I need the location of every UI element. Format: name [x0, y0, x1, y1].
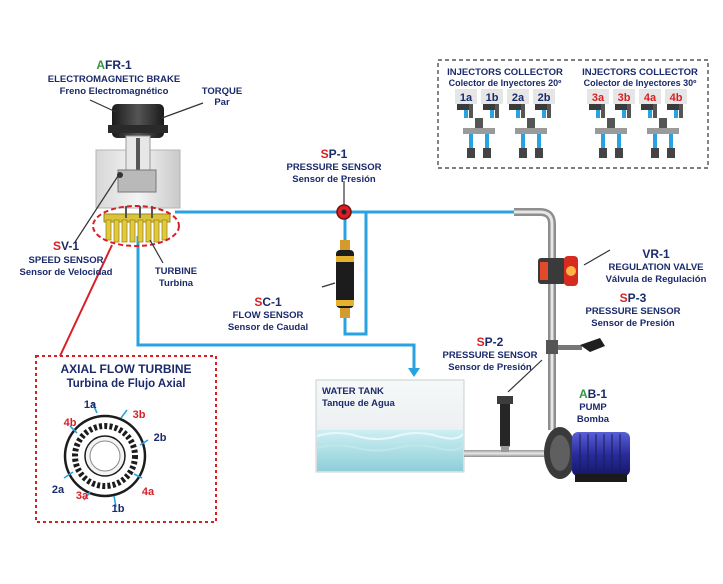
injector-label-1b: 1b: [486, 92, 499, 104]
pressure-1-name: PRESSURE SENSOR: [286, 162, 381, 173]
pressure-1-code: SP-1: [321, 147, 348, 161]
injectors-group-30: 3a 3b 4a 4b: [587, 89, 687, 158]
labels: AFR-1 ELECTROMAGNETIC BRAKE Freno Electr…: [20, 58, 707, 515]
axial-injector-arrows: [63, 401, 149, 508]
injector-2b: 2b: [533, 89, 555, 118]
turbine-name: TURBINE: [155, 266, 197, 277]
injectors-30-subtitle: Colector de Inyectores 30º: [584, 78, 698, 88]
injector-4b: 4b: [665, 89, 687, 118]
flow-sensor-code: SC-1: [254, 295, 282, 309]
suction-pipe: [464, 450, 554, 457]
flow-sensor-name-es: Sensor de Caudal: [228, 322, 308, 333]
leader-lines: [74, 99, 611, 393]
torque-name-es: Par: [214, 97, 230, 108]
water-tank: [315, 379, 465, 473]
steel-riser-pipe: [514, 208, 556, 430]
axial-label-2b: 2b: [154, 432, 167, 444]
pressure-2-code: SP-2: [477, 335, 504, 349]
injectors-panel: [437, 59, 709, 169]
speed-sensor-code: SV-1: [53, 239, 79, 253]
pressure-2-name-es: Sensor de Presión: [448, 362, 532, 373]
injector-label-4a: 4a: [644, 92, 657, 104]
axial-label-4b: 4b: [64, 417, 77, 429]
injector-2a: 2a: [507, 89, 529, 118]
pump-code: AB-1: [579, 387, 607, 401]
pressure-3-code: SP-3: [620, 291, 647, 305]
axial-subtitle: Turbina de Flujo Axial: [67, 378, 186, 390]
axial-label-2a: 2a: [52, 484, 65, 496]
pump-name-es: Bomba: [577, 414, 610, 425]
injector-label-1a: 1a: [460, 92, 473, 104]
valve-code: VR-1: [642, 247, 670, 261]
speed-sensor-probe: [117, 172, 123, 178]
injector-label-3a: 3a: [592, 92, 605, 104]
pump-device: [544, 427, 630, 482]
axial-label-1a: 1a: [84, 399, 97, 411]
brake-assembly: [95, 104, 181, 209]
axial-title: AXIAL FLOW TURBINE: [60, 362, 191, 376]
pipe-network: [136, 210, 530, 370]
valve-name: REGULATION VALVE: [609, 262, 704, 273]
injectors-20-title: INJECTORS COLLECTOR: [447, 67, 563, 78]
pressure-sensor-2-device: [497, 396, 513, 452]
valve-name-es: Válvula de Regulación: [606, 274, 707, 285]
flow-sensor-name: FLOW SENSOR: [233, 310, 304, 321]
injector-4a: 4a: [639, 89, 661, 118]
speed-sensor-name: SPEED SENSOR: [29, 255, 104, 266]
injector-manifold: [463, 118, 495, 158]
injector-manifold: [647, 118, 679, 158]
injectors-30-title: INJECTORS COLLECTOR: [582, 67, 698, 78]
turbine-highlight-ellipse: [92, 205, 180, 247]
axial-turbine-drawing: [63, 414, 147, 498]
axial-label-1b: 1b: [112, 503, 125, 515]
injector-3b: 3b: [613, 89, 635, 118]
axial-label-3b: 3b: [133, 409, 146, 421]
torque-name: TORQUE: [202, 86, 242, 97]
injectors-20-subtitle: Colector de Inyectores 20º: [449, 78, 563, 88]
axial-label-3a: 3a: [76, 490, 89, 502]
brake-name: ELECTROMAGNETIC BRAKE: [48, 74, 180, 85]
pressure-3-name: PRESSURE SENSOR: [585, 306, 680, 317]
turbine-rotor: [103, 206, 171, 243]
injector-label-3b: 3b: [618, 92, 631, 104]
brake-name-es: Freno Electromagnético: [60, 86, 169, 97]
injector-manifold: [595, 118, 627, 158]
brake-code: AFR-1: [96, 58, 132, 72]
pressure-sensor-3-device: [546, 338, 605, 354]
injector-1a: 1a: [455, 89, 477, 118]
pump-name: PUMP: [579, 402, 607, 413]
pressure-3-name-es: Sensor de Presión: [591, 318, 675, 329]
injector-3a: 3a: [587, 89, 609, 118]
drain-arrow: [408, 368, 420, 377]
turbine-name-es: Turbina: [159, 278, 194, 289]
injector-label-4b: 4b: [670, 92, 683, 104]
axial-label-4a: 4a: [142, 486, 155, 498]
injector-label-2b: 2b: [538, 92, 551, 104]
regulation-valve: [538, 256, 578, 286]
flow-sensor-device: [336, 240, 354, 318]
pressure-2-name: PRESSURE SENSOR: [442, 350, 537, 361]
injector-manifold: [515, 118, 547, 158]
pipe-drain: [136, 236, 416, 370]
tank-name: WATER TANK: [322, 386, 384, 397]
speed-sensor-name-es: Sensor de Velocidad: [20, 267, 113, 278]
pressure-1-name-es: Sensor de Presión: [292, 174, 376, 185]
injector-1b: 1b: [481, 89, 503, 118]
injectors-group-20: 1a 1b 2a 2b: [455, 89, 555, 158]
detail-callout-line: [59, 244, 113, 357]
injector-label-2a: 2a: [512, 92, 525, 104]
tank-name-es: Tanque de Agua: [322, 398, 396, 409]
pipe-flow-return: [343, 212, 368, 336]
